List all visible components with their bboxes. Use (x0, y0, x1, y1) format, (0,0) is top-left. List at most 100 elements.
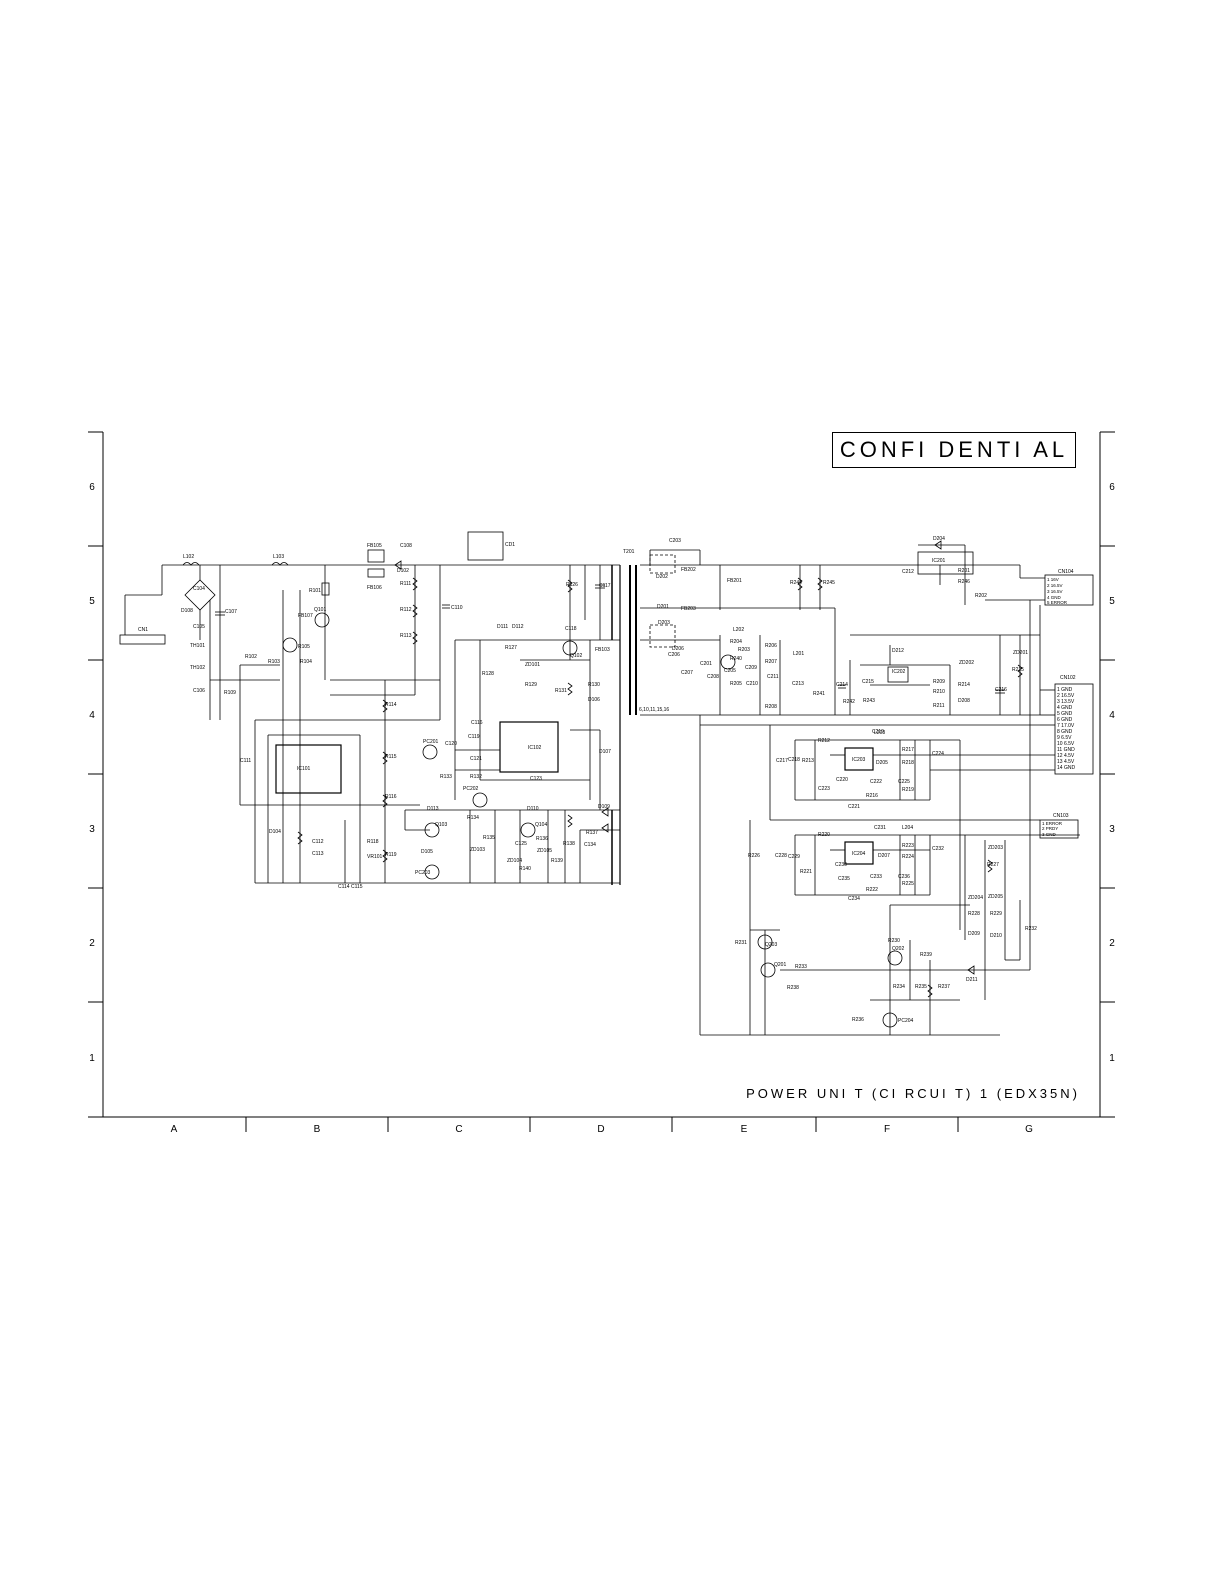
label-c213: C213 (792, 681, 804, 687)
label-r224: R224 (902, 854, 914, 860)
label-c231: C231 (874, 825, 886, 831)
label-r228: R228 (968, 911, 980, 917)
label-zd204: ZD204 (968, 895, 983, 901)
label-r239: R239 (920, 952, 932, 958)
label-r114: R114 (385, 702, 397, 708)
label-r204: R204 (730, 639, 742, 645)
label-zd202: ZD202 (959, 660, 974, 666)
label-c120: C120 (445, 741, 457, 747)
column-label: A (170, 1124, 178, 1135)
label-zd105: ZD105 (537, 848, 552, 854)
label-d210: D210 (990, 933, 1002, 939)
label-c114: C114 (338, 884, 350, 890)
column-label: D (597, 1124, 605, 1135)
label-r138: R138 (563, 841, 575, 847)
label-th102: TH102 (190, 665, 205, 671)
cn103-pins: 1 ERROR 2 PRDY 3 GND (1042, 821, 1063, 837)
cn102-pin: 1 GND (1057, 687, 1073, 693)
label-r200: R201 (958, 568, 970, 574)
label-pc201: PC201 (423, 739, 439, 745)
label-c207: C207 (681, 670, 693, 676)
label-ic204: IC204 (852, 851, 866, 857)
label-d106: D106 (588, 697, 600, 703)
cn102-pin: 11 GND (1057, 747, 1075, 753)
label-d107: D107 (599, 749, 611, 755)
label-zd203: ZD203 (988, 845, 1003, 851)
cn102-pin: 2 16.5V (1057, 693, 1075, 699)
row-label-right: 3 (1109, 824, 1115, 835)
label-l204: L204 (902, 825, 913, 831)
label-c233: C233 (870, 874, 882, 880)
label-d102: D102 (397, 568, 409, 574)
label-r102: R102 (245, 654, 257, 660)
label-r217: R217 (902, 747, 914, 753)
confidential-stamp: CONFI DENTI AL (832, 432, 1076, 468)
label-d202: D202 (656, 574, 668, 580)
label-r226: R226 (748, 853, 760, 859)
label-r235: R235 (915, 984, 927, 990)
label-r213: R213 (802, 758, 814, 764)
label-t201: T201 (623, 549, 635, 555)
label-r206: R206 (765, 643, 777, 649)
label-c220: C220 (836, 777, 848, 783)
label-c108: C108 (400, 543, 412, 549)
label-c206: C206 (668, 652, 680, 658)
label-r131: R131 (555, 688, 567, 694)
label-c107: C107 (225, 609, 237, 615)
label-cn103: CN103 (1053, 813, 1069, 819)
cn102-pin: 10 6.5V (1057, 741, 1075, 747)
label-r232: R232 (1025, 926, 1037, 932)
label-d203: D203 (658, 620, 670, 626)
confidential-text: CONFI DENTI AL (839, 437, 1069, 462)
label-r218: R218 (902, 760, 914, 766)
label-c123: C123 (530, 776, 542, 782)
label-r243: R243 (863, 698, 875, 704)
label-r118: R118 (367, 839, 379, 845)
label-c118: C118 (565, 626, 577, 632)
label-r220: R220 (818, 832, 830, 838)
label-r241: R241 (813, 691, 825, 697)
label-c115: C115 (351, 884, 363, 890)
label-pc204: PC204 (898, 1018, 914, 1024)
label-pc202: PC202 (463, 786, 479, 792)
label-r205: R205 (730, 681, 742, 687)
label-c203: C203 (669, 538, 681, 544)
label-r219: R219 (902, 787, 914, 793)
label-fb106: FB106 (367, 585, 382, 591)
label-d112: D112 (512, 624, 524, 630)
row-label-right: 4 (1109, 710, 1115, 721)
label-c236: C236 (898, 874, 910, 880)
label-cn1: CN1 (138, 627, 148, 633)
label-r208: R208 (765, 704, 777, 710)
label-c234: C234 (848, 896, 860, 902)
label-r244: R244 (790, 580, 802, 586)
label-fb105: FB105 (367, 543, 382, 549)
column-label: C (455, 1124, 463, 1135)
cn102-pin: 8 GND (1057, 729, 1073, 735)
label-r215: R215 (1012, 667, 1024, 673)
label-r233: R233 (795, 964, 807, 970)
label-d209: D209 (968, 931, 980, 937)
cn102-pin: 5 GND (1057, 711, 1073, 717)
label-zd201: ZD201 (1013, 650, 1028, 656)
label-r207: R207 (765, 659, 777, 665)
label-fb202: FB202 (681, 567, 696, 573)
label-r137: R137 (586, 830, 598, 836)
label-l202: L202 (733, 627, 744, 633)
label-d105: D105 (421, 849, 433, 855)
label-r132: R132 (470, 774, 482, 780)
label-c214: C214 (836, 682, 848, 688)
label-c228: C228 (775, 853, 787, 859)
row-label-left: 5 (89, 596, 95, 607)
row-label-left: 6 (89, 482, 95, 493)
label-r225: R225 (902, 881, 914, 887)
label-vr101: VR101 (367, 854, 383, 860)
column-label: F (883, 1124, 891, 1135)
label-d207: D207 (878, 853, 890, 859)
label-zd103: ZD103 (470, 847, 485, 853)
label-r209: R209 (933, 679, 945, 685)
label-c222: C222 (870, 779, 882, 785)
label-r234: R234 (893, 984, 905, 990)
label-c111: C111 (240, 758, 251, 764)
label-c230: C230 (835, 862, 847, 868)
